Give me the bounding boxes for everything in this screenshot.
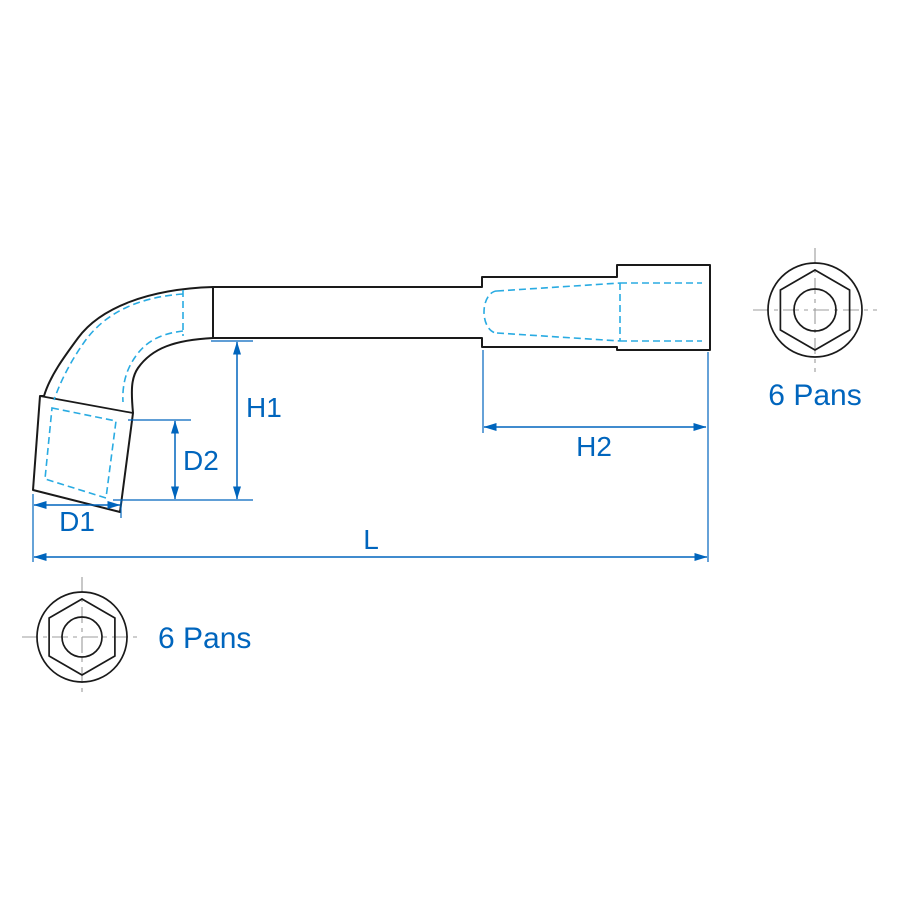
left-socket-bore xyxy=(44,407,117,500)
right-socket-cone-bottom xyxy=(496,332,621,342)
hex-label-top-right: 6 Pans xyxy=(768,379,861,412)
hidden-bore-lines xyxy=(44,282,702,500)
wrench-body xyxy=(32,264,711,513)
dimension-l: L xyxy=(32,352,709,562)
elbow-bore-outer-wall xyxy=(53,293,184,401)
hex-bore-profile xyxy=(48,598,116,676)
hex-label-bottom-left: 6 Pans xyxy=(158,622,251,655)
dimension-d2: D2 xyxy=(128,419,219,500)
h2-label: H2 xyxy=(576,431,612,462)
dimension-d1: D1 xyxy=(33,500,122,537)
elbow-bore-inner-wall xyxy=(122,330,184,403)
bore-inner-circle xyxy=(61,616,103,658)
dimension-h1: H1 xyxy=(113,340,282,501)
d1-label: D1 xyxy=(59,506,95,537)
socket-outer-circle xyxy=(767,262,863,358)
hex-section-top-right: 6 Pans xyxy=(753,248,877,412)
socket-outer-circle xyxy=(36,591,128,683)
right-socket-cone-end-arc xyxy=(483,290,498,334)
l-label: L xyxy=(363,524,379,555)
wrench-shaft-and-right-socket-outline xyxy=(212,264,711,351)
hex-section-bottom-left: 6 Pans xyxy=(22,577,251,697)
right-socket-cone-top xyxy=(496,282,621,292)
h1-label: H1 xyxy=(246,392,282,423)
d2-label: D2 xyxy=(183,445,219,476)
bore-inner-circle xyxy=(793,288,837,332)
left-socket-shoulder-line xyxy=(39,395,134,414)
dimension-h2: H2 xyxy=(482,350,707,462)
hex-bore-profile xyxy=(779,269,851,351)
